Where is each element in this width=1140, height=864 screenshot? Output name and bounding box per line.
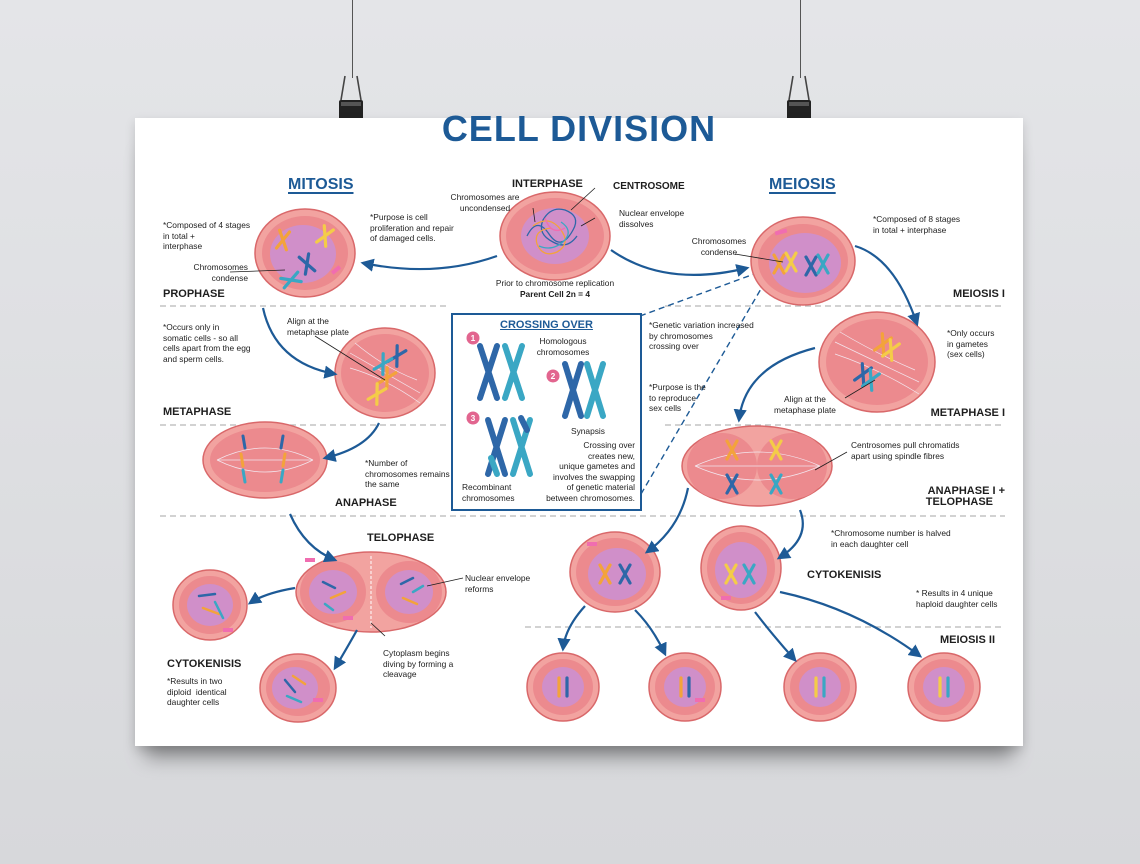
homologous-label: Homologous chromosomes — [536, 336, 590, 357]
mitosis-results-note: *Results in two diploid identical daught… — [167, 676, 227, 708]
meiosis-telophase-label: TELOPHASE — [925, 496, 993, 508]
binder-clip-left — [339, 75, 363, 122]
meiosis-anaphase-telophase-cell — [681, 425, 833, 507]
mitosis-composed-note: *Composed of 4 stages in total + interph… — [163, 220, 251, 252]
cytoplasm-note: Cytoplasm begins diving by forming a cle… — [383, 648, 454, 680]
meiosis-cytokinesis-cell-1 — [569, 531, 661, 613]
nuclear-dissolves-note: Nuclear envelope dissolves — [619, 208, 685, 229]
hanging-wire-left — [352, 0, 353, 78]
mitosis-daughter-cell-2 — [259, 653, 337, 723]
meiosis-purpose-note: *Purpose is the to reproduce sex cells — [649, 382, 706, 414]
anaphase-label: ANAPHASE — [335, 497, 397, 509]
recombinant-chromosomes-icon — [485, 415, 533, 477]
parent-cell-note: Parent Cell 2n = 4 — [519, 289, 591, 299]
haploid-cell-1 — [526, 652, 600, 722]
mitosis-metaphase-cell — [334, 327, 436, 419]
interphase-label: INTERPHASE — [512, 178, 583, 190]
step-3-number: 3 — [470, 413, 476, 423]
meiosis-ii-label: MEIOSIS II — [939, 634, 995, 646]
leader-lines — [229, 187, 876, 637]
crossing-over-box — [451, 313, 642, 511]
mitosis-condense-note: Chromosomes condense — [193, 262, 248, 283]
synapsis-label: Synapsis — [571, 426, 605, 436]
metaphase-label: METAPHASE — [163, 406, 232, 418]
mitosis-purpose-note: *Purpose is cell proliferation and repai… — [370, 212, 454, 244]
centrosome-label: CENTROSOME — [613, 181, 685, 192]
flow-arrows — [247, 244, 923, 671]
haploid-cell-4 — [907, 652, 981, 722]
poster-title: CELL DIVISION — [441, 108, 717, 149]
meiosis-cytokenisis-label: CYTOKENISIS — [807, 569, 882, 581]
meiosis-i-label: MEIOSIS I — [953, 288, 1005, 300]
synapsis-chromosomes-icon — [562, 361, 606, 419]
binder-clip-right — [787, 75, 811, 122]
meiosis-heading: MEIOSIS — [769, 176, 836, 193]
mitosis-align-note: Align at the metaphase plate — [287, 316, 349, 337]
genetic-variation-note: *Genetic variation increased by chromoso… — [649, 320, 754, 352]
haploid-cell-3 — [783, 652, 857, 722]
mitosis-cytokenisis-label: CYTOKENISIS — [167, 658, 242, 670]
haploid-cell-2 — [648, 652, 722, 722]
nuclear-reforms-note: Nuclear envelope reforms — [465, 573, 531, 594]
recombinant-label: Recombinant chromosomes — [462, 482, 515, 503]
homologous-chromosomes-icon — [477, 343, 525, 401]
metaphase-i-label: METAPHASE I — [930, 407, 1005, 419]
halved-note: *Chromosome number is halved in each dau… — [831, 528, 951, 549]
poster: CELL DIVISION MITOSIS MEIOSIS INTERPHASE… — [135, 108, 1023, 746]
mitosis-heading: MITOSIS — [288, 176, 354, 193]
hanging-wire-right — [800, 0, 801, 78]
chromosome-number-note: *Number of chromosomes remains the same — [365, 458, 450, 490]
meiosis-cytokinesis-cell-2 — [700, 525, 782, 611]
diagram-graphics — [160, 187, 1005, 723]
meiosis-composed-note: *Composed of 8 stages in total + interph… — [873, 214, 961, 235]
meiosis-results-note: * Results in 4 unique haploid daughter c… — [916, 588, 998, 609]
crossing-over-description: Crossing over creates new, unique gamete… — [546, 440, 635, 503]
crossing-over-heading: CROSSING OVER — [500, 319, 593, 331]
anaphase-i-label: ANAPHASE I + — [927, 485, 1005, 497]
prior-replication-note: Prior to chromosome replication — [495, 278, 615, 288]
interphase-cell — [499, 191, 611, 281]
step-3-circle — [466, 411, 480, 425]
section-dividers — [160, 305, 1005, 628]
mitosis-daughter-cell-1 — [172, 569, 248, 641]
mitosis-telophase-cell — [295, 551, 447, 633]
prophase-label: PROPHASE — [163, 288, 225, 300]
telophase-label: TELOPHASE — [367, 532, 435, 544]
uncondensed-note: Chromosomes are uncondensed — [450, 192, 520, 213]
centrosomes-pull-note: Centrosomes pull chromatids apart using … — [851, 440, 960, 461]
step-1-circle — [466, 331, 480, 345]
meiosis-align-note: Align at the metaphase plate — [774, 394, 836, 415]
step-2-circle — [546, 369, 560, 383]
meiosis-prophase-cell — [750, 216, 856, 306]
meiosis-metaphase-cell — [818, 311, 936, 413]
meiosis-condense-note: Chromosomes condense — [691, 236, 747, 257]
somatic-note: *Occurs only in somatic cells - so all c… — [163, 322, 251, 364]
mitosis-anaphase-cell — [202, 421, 328, 499]
step-2-number: 2 — [550, 371, 556, 381]
step-1-number: 1 — [470, 333, 476, 343]
mitosis-prophase-cell — [254, 208, 356, 298]
gametes-note: *Only occurs in gametes (sex cells) — [947, 328, 995, 360]
